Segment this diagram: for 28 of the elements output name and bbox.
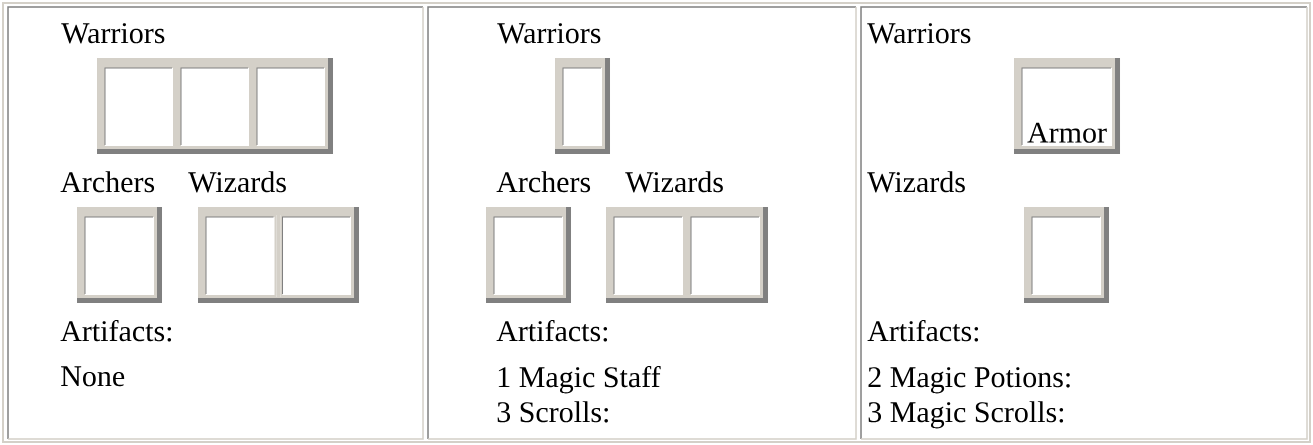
panel-label: Archers	[60, 171, 155, 193]
slot	[204, 215, 277, 297]
panel-label: Artifacts:	[60, 319, 172, 342]
panel-label: Wizards	[188, 171, 286, 193]
slot	[612, 215, 685, 297]
panel-label: 3 Scrolls:	[497, 401, 608, 423]
slot	[561, 66, 604, 148]
panel-label: None	[61, 366, 125, 387]
panel-label: Artifacts:	[867, 319, 979, 342]
panel-label: 2 Magic Potions:	[868, 367, 1070, 394]
slot	[179, 66, 251, 148]
panel-label: Wizards	[625, 171, 723, 193]
panel-label: Artifacts:	[496, 319, 608, 342]
slot	[280, 215, 353, 297]
panel-label: Archers	[496, 171, 591, 193]
slot	[103, 66, 175, 148]
panel-label: Warriors	[497, 23, 601, 44]
panel-label: Warriors	[867, 23, 971, 44]
slot	[255, 66, 327, 148]
slot	[492, 215, 565, 297]
panel-label: 1 Magic Staff	[498, 365, 661, 394]
panel-label: 3 Magic Scrolls:	[868, 401, 1064, 429]
slot: Armor	[1020, 66, 1114, 148]
slot	[83, 215, 156, 297]
slot	[689, 215, 762, 297]
panel-label: Wizards	[867, 171, 965, 193]
panel-label: Warriors	[61, 23, 165, 44]
slot	[1030, 215, 1103, 297]
